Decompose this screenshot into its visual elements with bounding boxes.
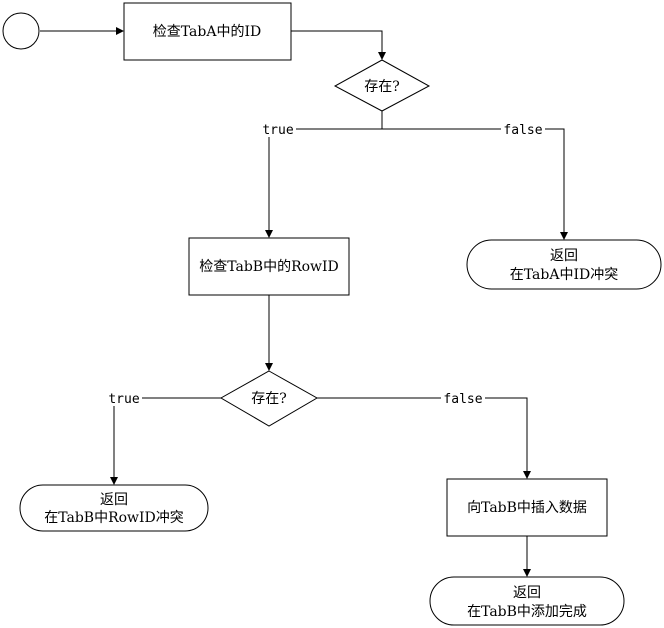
edge-labels: true false true false (106, 121, 545, 407)
decision-exists-1: 存在? (333, 59, 431, 112)
process-insert-tabb: 向TabB中插入数据 (446, 478, 608, 537)
edge-label-exists-1-true: true (262, 123, 293, 138)
terminal-return-done-line-2: 在TabB中添加完成 (467, 604, 587, 620)
edge-label-exists-1-false: false (503, 123, 542, 138)
start-node (2, 12, 40, 50)
terminal-return-tabb-conflict-line-2: 在TabB中RowID冲突 (44, 510, 184, 526)
terminal-return-tabb-conflict: 返回 在TabB中RowID冲突 (19, 484, 209, 532)
terminal-return-taba-conflict-line-2: 在TabA中ID冲突 (510, 267, 618, 283)
decision-exists-2-label: 存在? (251, 391, 287, 407)
edge-exists-2-true (110, 397, 221, 485)
edge-check-taba-to-exists-1 (291, 30, 386, 60)
terminal-return-taba-conflict: 返回 在TabA中ID冲突 (466, 239, 662, 290)
edge-exists-1-false (382, 128, 568, 240)
process-check-taba-label: 检查TabA中的ID (153, 24, 261, 40)
terminal-return-done: 返回 在TabB中添加完成 (429, 576, 625, 626)
process-insert-tabb-label: 向TabB中插入数据 (467, 500, 587, 516)
edge-exists-1-true (265, 128, 382, 238)
terminal-return-done-line-1: 返回 (513, 585, 541, 601)
process-check-tabb-label: 检查TabB中的RowID (199, 259, 339, 275)
process-check-taba: 检查TabA中的ID (123, 2, 292, 61)
process-check-tabb: 检查TabB中的RowID (188, 237, 350, 296)
terminal-return-tabb-conflict-line-1: 返回 (100, 492, 128, 508)
terminal-return-taba-conflict-line-1: 返回 (550, 248, 578, 264)
edge-exists-2-false (317, 397, 531, 479)
decision-exists-2: 存在? (219, 370, 319, 427)
edge-label-exists-2-true: true (108, 392, 139, 407)
decision-exists-1-label: 存在? (364, 79, 400, 95)
edge-label-exists-2-false: false (443, 392, 482, 407)
